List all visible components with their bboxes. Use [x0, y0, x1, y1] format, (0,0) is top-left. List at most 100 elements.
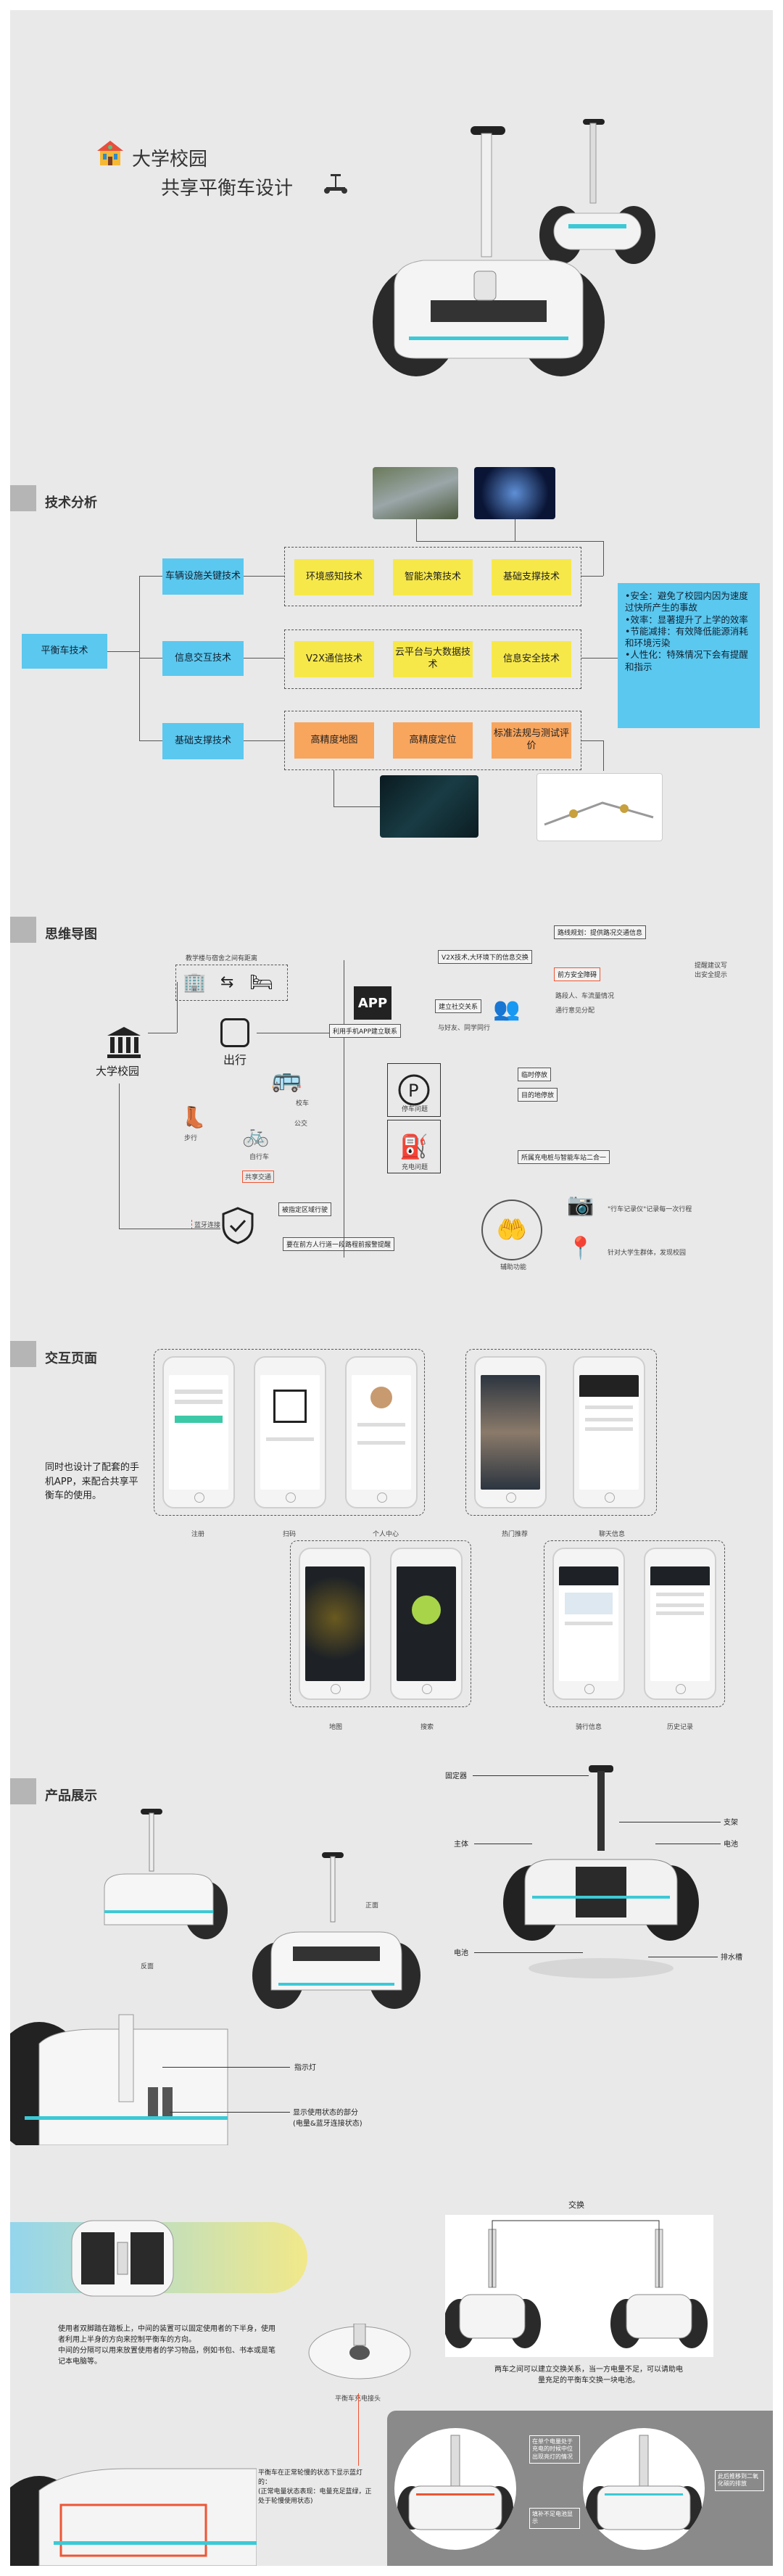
- phone-profile: [345, 1356, 418, 1508]
- charge-head-image: [307, 2323, 412, 2382]
- label-stand: 支架: [724, 1819, 738, 1827]
- bike-sub-label: 共享交通: [242, 1171, 275, 1183]
- status-part-label: 显示使用状态的部分 (电量&蓝牙连接状态): [293, 2109, 362, 2128]
- walk-label: 步行: [184, 1135, 198, 1142]
- people-icon: 👥: [493, 996, 521, 1022]
- scooter-labeled-view: [503, 1751, 699, 1983]
- connector: [581, 658, 618, 659]
- nav-desc: 针对大学生群体，发现校园: [608, 1250, 687, 1257]
- label-leader: [170, 2112, 290, 2113]
- app-icon: APP: [354, 986, 392, 1020]
- scooter-front-view: [249, 1845, 423, 2019]
- bike-icon: 🚲: [242, 1123, 270, 1148]
- bus-icon: 🚌: [271, 1065, 302, 1094]
- hero-title-line1: 大学校园: [132, 149, 208, 170]
- tech-group-2: [284, 629, 581, 689]
- app-link-node: 利用手机APP建立联系: [329, 1024, 402, 1038]
- camera-icon: 📷: [567, 1192, 594, 1218]
- v2x-node: V2X技术,大环境下的信息交换: [438, 950, 532, 964]
- exchange-label: 交换: [566, 2199, 587, 2210]
- distance-label: 教学楼与宿舍之间有距离: [186, 955, 258, 962]
- tech-item: 基础支撑技术: [492, 559, 571, 595]
- location-pin-icon: 📍: [567, 1236, 594, 1261]
- campus-building-icon: [106, 1025, 142, 1059]
- route-plan-node: 路线规划：提供路况交通信息: [554, 925, 647, 939]
- exchange-diagram: [444, 2215, 713, 2357]
- screen-caption: 骑行信息: [576, 1724, 602, 1731]
- connector: [416, 541, 603, 542]
- tech-item: 信息安全技术: [492, 641, 571, 677]
- interaction-section-title: 交互页面: [45, 1351, 97, 1366]
- tech-item: 高精度地图: [294, 722, 374, 759]
- bike-label: 自行车: [249, 1154, 270, 1161]
- section-marker: [10, 1778, 36, 1804]
- connector: [244, 658, 284, 659]
- screen-caption: 扫码: [283, 1531, 297, 1538]
- phone-scan: [254, 1356, 326, 1508]
- tech-item: V2X通信技术: [294, 641, 374, 677]
- scooter-icon: [323, 171, 348, 196]
- svg-text:P: P: [408, 1081, 418, 1101]
- highway-photo: [373, 467, 458, 519]
- label-leader: [162, 2067, 290, 2068]
- screen-caption: 个人中心: [373, 1531, 399, 1538]
- scooter-back-view: [90, 1801, 235, 1947]
- label-waterproof: 排水槽: [721, 1954, 742, 1962]
- indicator-closeup: [10, 2000, 235, 2152]
- connector: [244, 740, 284, 741]
- network-globe-photo: [474, 467, 555, 519]
- screen-group-1: [154, 1349, 425, 1516]
- sidebox-1: 在单个电量处于充电的时候中位出现亮灯的情况: [529, 2435, 580, 2464]
- tech-item: 智能决策技术: [393, 559, 473, 595]
- bus-label: 校车: [296, 1100, 310, 1107]
- poster: 大学校园 共享平衡车设计: [10, 10, 773, 2566]
- tech-item: 标准法规与测试评价: [492, 722, 571, 759]
- dormitory-icon: 🛏: [249, 972, 274, 994]
- swap-arrow-icon: ⇆: [220, 973, 234, 991]
- section-marker: [10, 485, 36, 511]
- connector: [177, 982, 178, 1033]
- building-icon: 🏢: [183, 972, 207, 994]
- charging-a-node: 所属充电桩与智能车站二合一: [518, 1150, 610, 1164]
- pedal-note: 使用者双脚踏在踏板上，中间的装置可以固定使用者的下半身，使用者利用上半身的方向来…: [58, 2325, 276, 2366]
- connector: [244, 576, 284, 577]
- connector: [603, 541, 604, 576]
- connector: [581, 576, 603, 577]
- connector: [139, 740, 162, 741]
- hero-balance-scooter-image: [365, 104, 670, 387]
- mindmap-section-title: 思维导图: [45, 927, 97, 942]
- walk-icon: 👢: [181, 1105, 207, 1129]
- parking-label: 停车问题: [402, 1106, 428, 1113]
- parking-a-node: 临时停放: [518, 1068, 552, 1081]
- connector: [603, 740, 604, 771]
- screen-caption: 注册: [191, 1531, 205, 1538]
- other-tip-label: 路段人、车流量情况: [555, 993, 615, 1000]
- detail-circle-2: [583, 2428, 705, 2550]
- connector: [139, 576, 162, 577]
- hero-section: 大学校园 共享平衡车设计: [10, 10, 773, 416]
- label-fixer: 固定器: [445, 1772, 467, 1780]
- connector: [358, 2393, 359, 2466]
- section-marker: [10, 917, 36, 943]
- phone-history: [644, 1548, 716, 1700]
- screen-caption: 地图: [329, 1724, 343, 1731]
- phone-recommend: [474, 1356, 547, 1508]
- charging-icon: ⛽: [387, 1120, 441, 1173]
- screen-caption: 热门推荐: [502, 1531, 529, 1538]
- feature-label: 辅助功能: [500, 1264, 527, 1271]
- travel-label: 出行: [223, 1053, 247, 1067]
- screen-group-3: [290, 1540, 471, 1707]
- hd-map-photo: [380, 775, 478, 838]
- tech-item: 高精度定位: [393, 722, 473, 759]
- shield-icon: [220, 1207, 255, 1244]
- parking-b-node: 目的地停放: [518, 1088, 558, 1102]
- campus-logo-icon: [96, 139, 125, 168]
- screen-caption: 聊天信息: [599, 1531, 626, 1538]
- connector: [139, 576, 140, 741]
- travel-icon: [220, 1018, 249, 1047]
- camera-desc: "行车记录仪"记录每一次行程: [608, 1206, 692, 1213]
- phone-chat: [573, 1356, 645, 1508]
- remind-label: 提醒建议写出安全提示: [695, 962, 728, 979]
- label-body: 主体: [454, 1841, 468, 1849]
- phone-register: [162, 1356, 235, 1508]
